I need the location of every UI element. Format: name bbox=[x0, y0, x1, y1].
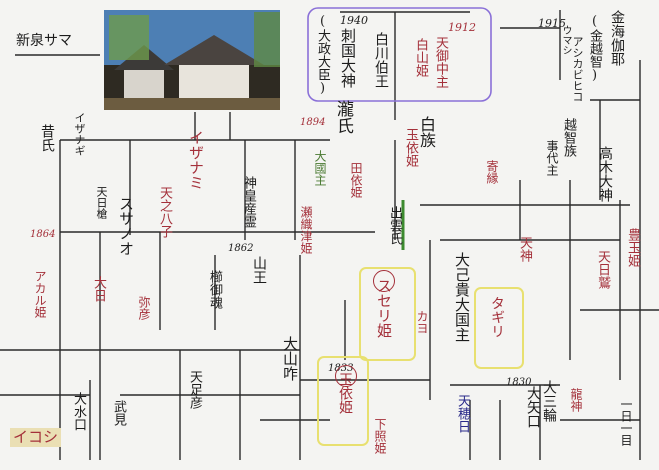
label-shirakawa: 白川伯王 bbox=[374, 32, 388, 88]
label-shirazoku: 白族 bbox=[418, 116, 434, 148]
label-amenohiwashi: 天日鷲 bbox=[596, 250, 609, 289]
year-1912: 1912 bbox=[448, 22, 476, 33]
label-oyamazumi: 大山咋 bbox=[282, 336, 297, 381]
year-1894: 1894 bbox=[300, 118, 325, 128]
year-1862: 1862 bbox=[228, 244, 253, 254]
label-takimi: 瀧氏 bbox=[334, 100, 351, 134]
page-title: 新泉サマ bbox=[16, 34, 72, 48]
marker-circle-2 bbox=[335, 365, 357, 387]
label-ryujin: 龍神 bbox=[570, 388, 582, 412]
label-asuka: 天足彦 bbox=[188, 370, 201, 409]
label-shitateru: 下照姫 bbox=[374, 418, 386, 454]
label-ikoshi: イコシ bbox=[10, 428, 61, 447]
label-sanno: 山王 bbox=[252, 256, 266, 284]
label-akaru: アカル姫 bbox=[34, 270, 46, 318]
label-amenohiboko: 天日槍 bbox=[96, 186, 107, 219]
label-ohi: 大日 bbox=[92, 276, 105, 302]
label-tamayori-top: 玉依姫 bbox=[404, 128, 417, 167]
label-daiyaguchi: 大矢口 bbox=[526, 386, 540, 428]
label-kayo: カヨ bbox=[416, 310, 428, 334]
label-susanoo: スサノオ bbox=[118, 196, 133, 256]
year-1940: 1940 bbox=[340, 15, 368, 26]
label-kin-ochi: (金越智) bbox=[588, 14, 601, 83]
label-ohmizu: 大水口 bbox=[72, 392, 85, 431]
shrine-photo bbox=[104, 10, 280, 110]
label-umashi: ウマシ bbox=[560, 25, 570, 55]
label-kotoshiro: 事代主 bbox=[546, 140, 558, 176]
label-tagiri-hime: タギリ bbox=[490, 296, 504, 338]
marker-circle-1 bbox=[373, 270, 395, 292]
label-ogu: 大國主 bbox=[314, 150, 326, 186]
label-omiwa: 大三輪 bbox=[542, 380, 556, 422]
label-izanagi: イザナギ bbox=[74, 112, 85, 156]
label-amanoho: 天穂日 bbox=[456, 394, 469, 433]
label-kinkai-kaya: 金海伽耶 bbox=[610, 10, 624, 66]
label-sekishi: 昔氏 bbox=[40, 124, 54, 152]
label-amenominaka: 天御中主 bbox=[434, 36, 447, 88]
label-izanami: イザナミ bbox=[188, 130, 203, 190]
label-tayori: 田依姫 bbox=[350, 162, 362, 198]
label-tenjin: 天神 bbox=[518, 236, 531, 262]
label-takami: 高木大神 bbox=[598, 146, 612, 202]
label-takemi: 武見 bbox=[112, 400, 125, 426]
label-ashikabi: アシカビヒコ bbox=[572, 36, 583, 102]
label-daijo-daijin: (大政大臣) bbox=[316, 14, 329, 96]
label-okuninushi: 大己貴大国主 bbox=[454, 252, 469, 342]
label-kushimitama: 櫛御魂 bbox=[208, 270, 221, 309]
label-izumo: 出雲氏 bbox=[388, 206, 401, 245]
label-ichime: 一日一目 bbox=[620, 398, 632, 446]
label-yahiko: 弥彦 bbox=[138, 296, 150, 320]
label-hakusan: 白山姫 bbox=[414, 38, 427, 77]
label-ochizoku: 越智族 bbox=[562, 118, 575, 157]
label-kamimusubi: 神皇産霊 bbox=[242, 176, 255, 228]
label-toyotama: 豊玉姫 bbox=[626, 228, 639, 267]
year-1864: 1864 bbox=[30, 230, 55, 240]
label-sasukuni: 刺国大神 bbox=[340, 28, 355, 88]
label-yoro: 寄縁 bbox=[486, 160, 498, 184]
label-yasuke: 天之八子 bbox=[158, 186, 171, 238]
label-seoritsu: 瀬織津姫 bbox=[300, 206, 312, 254]
